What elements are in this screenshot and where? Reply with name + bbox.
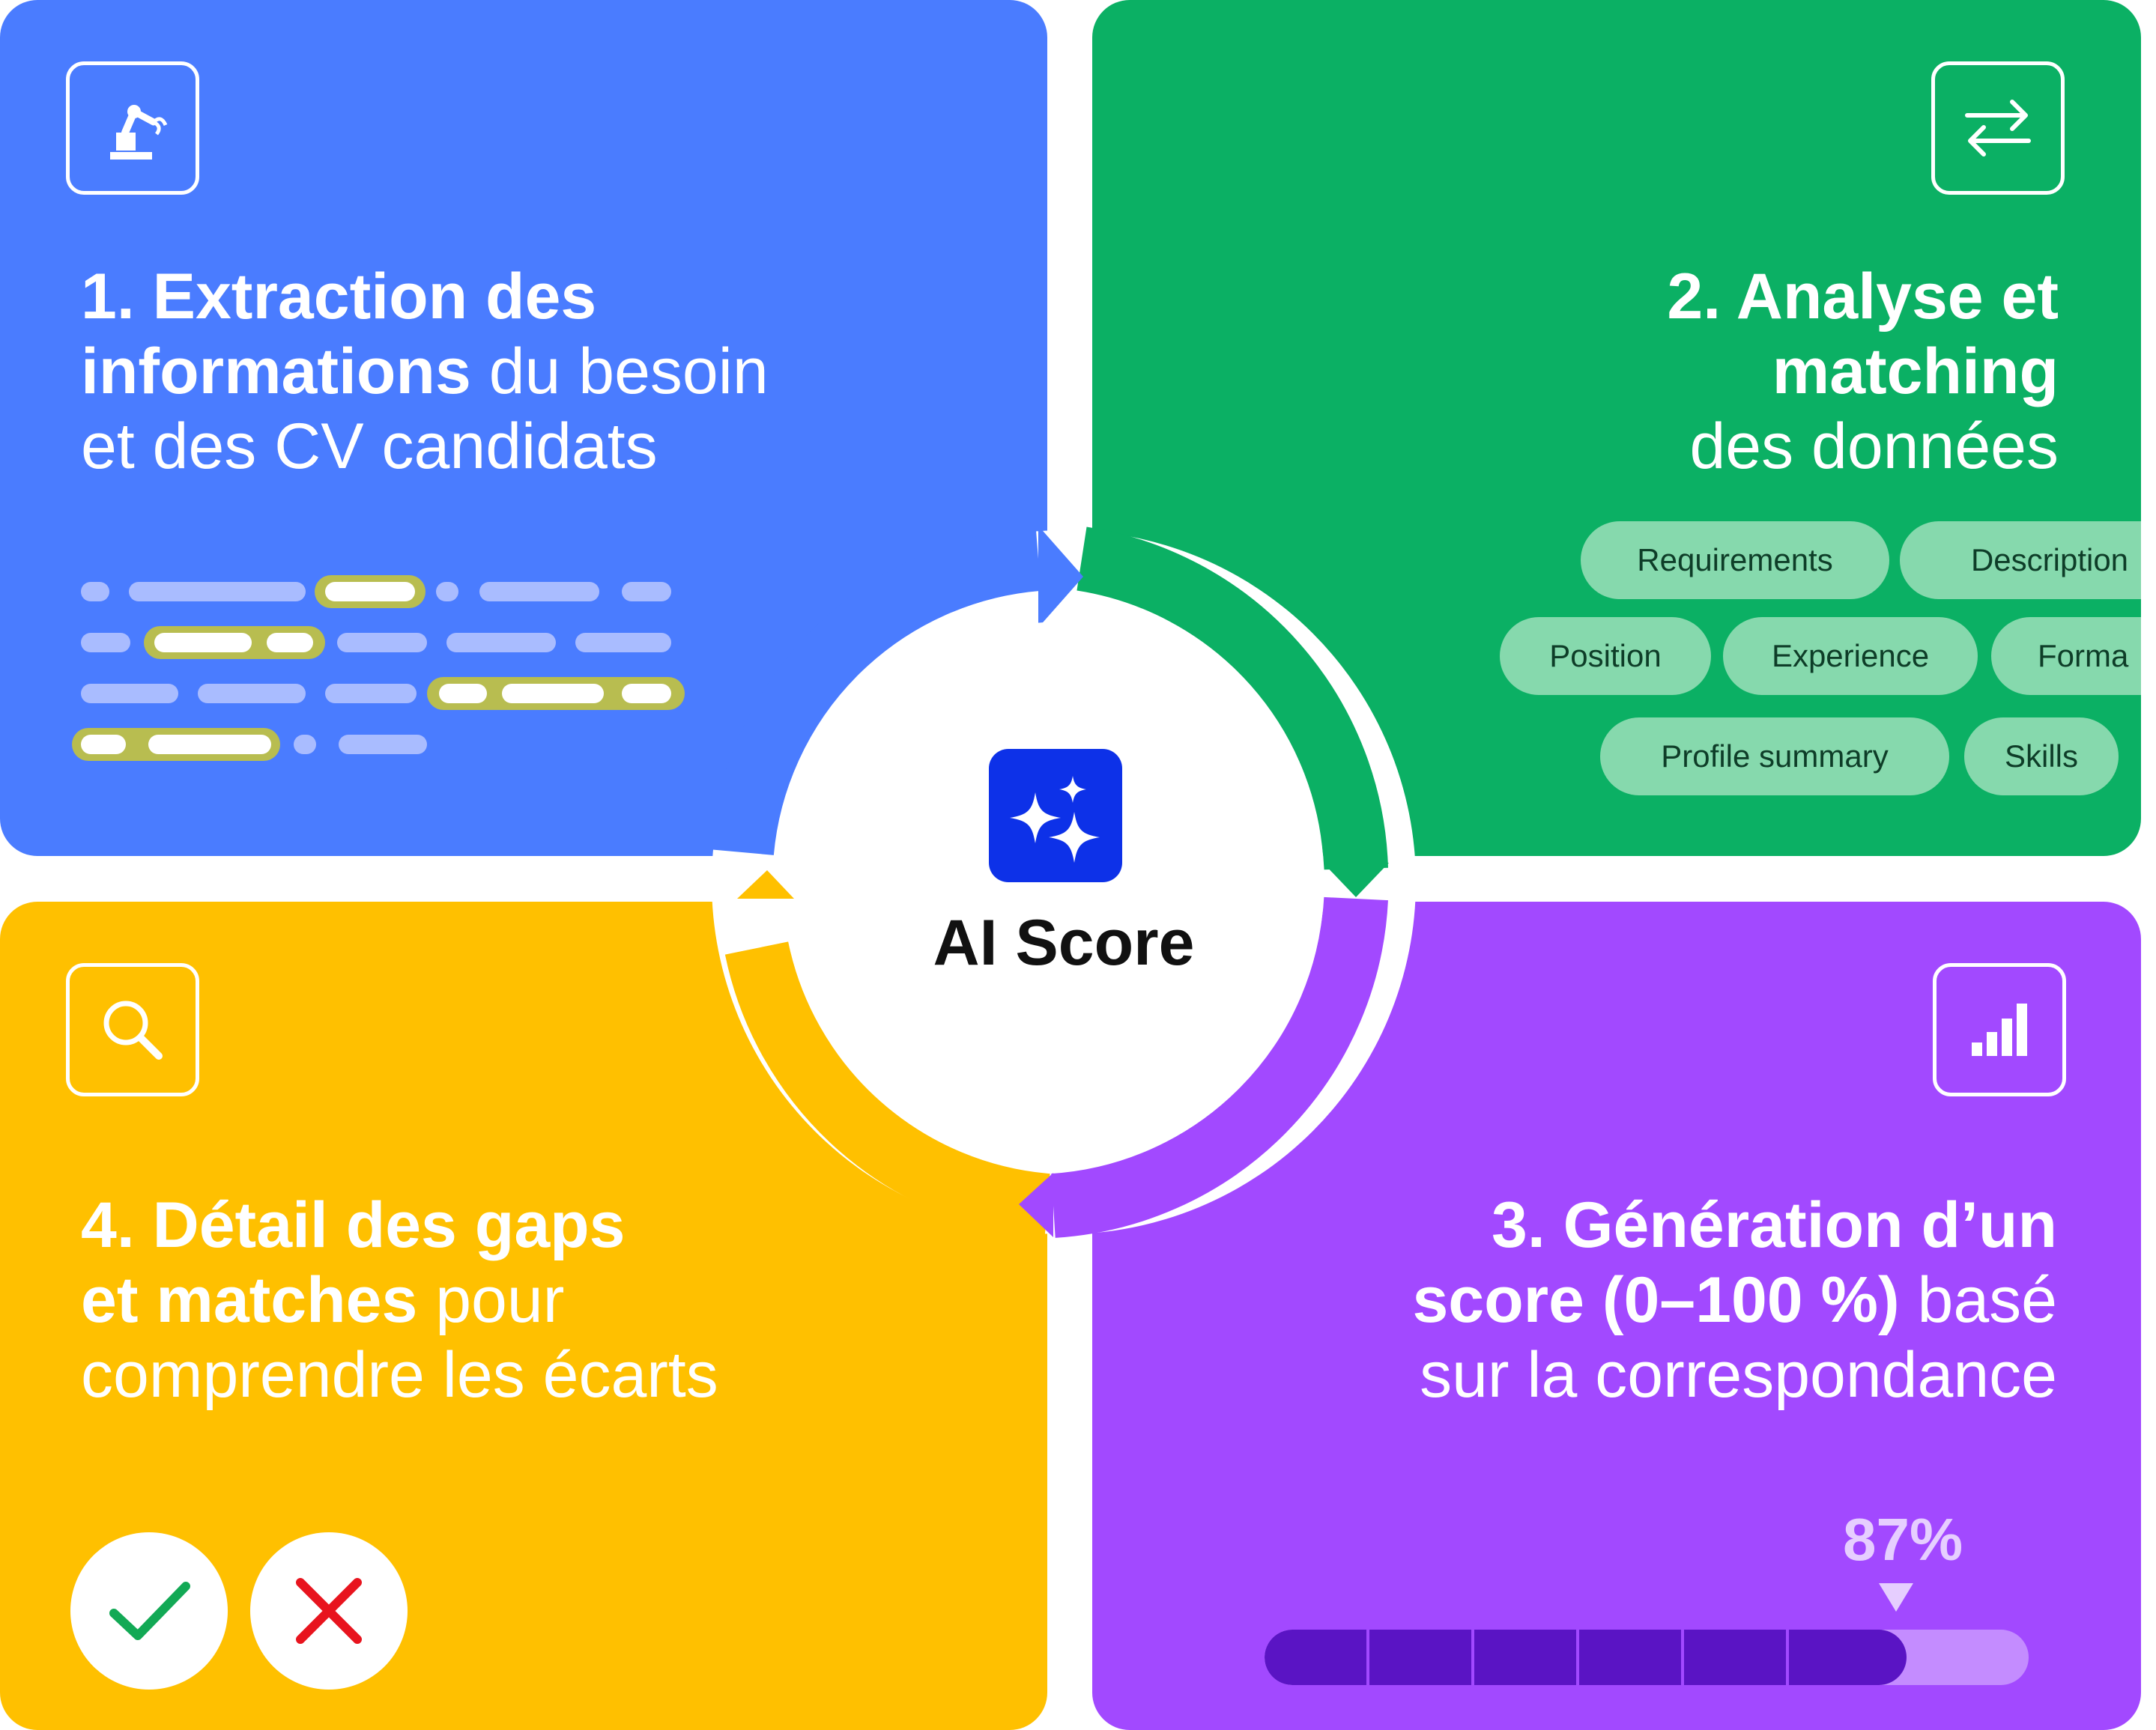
sparkles-icon: [989, 749, 1122, 882]
check-icon: [70, 1532, 228, 1690]
tag-formation: Forma: [1991, 617, 2141, 695]
tag-profile-summary: Profile summary: [1600, 717, 1949, 795]
tag-skills: Skills: [1964, 717, 2119, 795]
score-card: 3. Génération d’un score (0–100 %) basé …: [1092, 902, 2141, 1730]
detail-card: 4. Détail des gaps et matches pour compr…: [0, 902, 1047, 1730]
analysis-card: 2. Analyse et matching des données Requi…: [1092, 0, 2141, 856]
score-progress-bar: [1265, 1630, 2029, 1685]
cross-icon: [250, 1532, 408, 1690]
tag-description: Description: [1900, 521, 2141, 599]
center-title: AI Score: [933, 907, 1195, 979]
extraction-title: 1. Extraction des informations du besoin…: [81, 261, 769, 482]
swap-arrows-icon: [1931, 61, 2065, 195]
score-title: 3. Génération d’un score (0–100 %) basé …: [1412, 1189, 2057, 1411]
score-progress-fill: [1265, 1630, 1907, 1685]
detail-title: 4. Détail des gaps et matches pour compr…: [81, 1189, 718, 1411]
robot-arm-icon: [66, 61, 199, 195]
score-pointer-icon: [1879, 1583, 1913, 1612]
tag-experience: Experience: [1723, 617, 1978, 695]
tag-requirements: Requirements: [1581, 521, 1889, 599]
tag-position: Position: [1500, 617, 1711, 695]
magnifier-icon: [66, 963, 199, 1096]
score-percent: 87%: [1843, 1506, 1963, 1573]
analysis-title: 2. Analyse et matching des données: [1667, 261, 2059, 482]
bar-chart-icon: [1933, 963, 2066, 1096]
extraction-card: 1. Extraction des informations du besoin…: [0, 0, 1047, 856]
